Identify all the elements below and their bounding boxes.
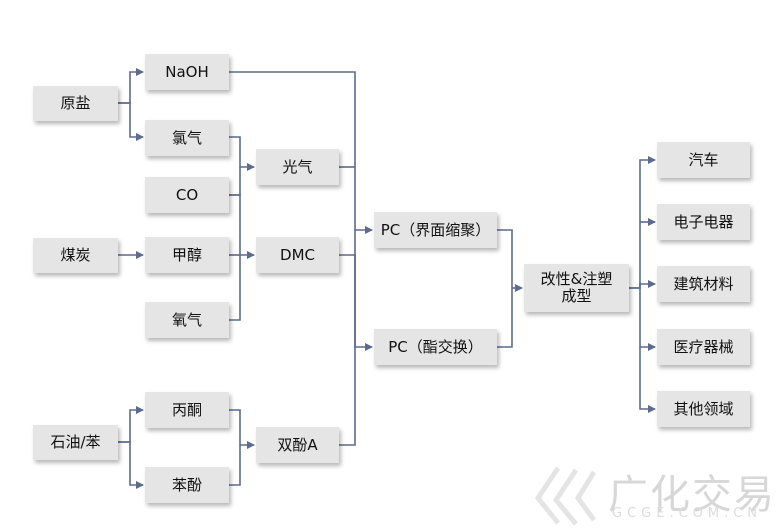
node-jianzhu: 建筑材料 [657, 266, 750, 302]
node-guangqi: 光气 [256, 149, 339, 185]
node-benfen: 苯酚 [145, 467, 229, 503]
edge-shiyou-benfen [118, 441, 144, 489]
node-dianzi: 电子电器 [657, 204, 750, 240]
edge-gaixing-yiliao [639, 288, 656, 351]
node-qita: 其他领域 [657, 391, 750, 427]
edge-bingtong-shuangfen [229, 409, 255, 449]
node-dmc: DMC [256, 237, 339, 273]
edge-pc-gaixing [497, 229, 513, 348]
edge-gaixing-jianzhu [629, 280, 656, 289]
edge-co-guangqi [229, 167, 241, 196]
node-bingtong: 丙酮 [145, 392, 229, 428]
edge-gaixing-qita [639, 347, 656, 413]
edge-shiyou-bingtong [118, 406, 144, 443]
edge-lvqi-guangqi [229, 136, 255, 171]
node-lvqi: 氯气 [145, 120, 229, 156]
node-shuangfen: 双酚A [256, 427, 339, 463]
node-yuanyan: 原盐 [33, 86, 118, 121]
node-pc-jiemian: PC（界面缩聚） [374, 212, 497, 248]
edge-naoh-pcjiemian [229, 71, 373, 234]
node-jiachun: 甲醇 [145, 237, 229, 273]
node-pc-zhi: PC（酯交换） [374, 329, 497, 365]
edge-shuangfen-pc [339, 230, 356, 446]
edge-yuanyan-naoh [118, 68, 144, 104]
watermark-subtext: GCGE.COM.CN [612, 506, 763, 521]
edge-yangqi-dmc [229, 255, 241, 321]
node-qiche: 汽车 [657, 142, 750, 178]
watermark-text: 广化交易 [608, 472, 776, 518]
node-gaixing: 改性&注塑 成型 [524, 264, 629, 312]
node-co: CO [145, 177, 229, 213]
node-naoh: NaOH [145, 54, 229, 90]
node-meitan: 煤炭 [33, 238, 118, 273]
edge-gaixing-qiche [629, 156, 656, 289]
edge-yuanyan-lvqi [118, 102, 144, 141]
node-yiliao: 医疗器械 [657, 329, 750, 365]
node-yangqi: 氧气 [145, 302, 229, 338]
edge-co-dmc [229, 194, 255, 259]
edge-benfen-shuangfen [229, 445, 241, 486]
watermark-logo-icon [534, 466, 597, 526]
node-shiyou: 石油/苯 [33, 425, 118, 460]
